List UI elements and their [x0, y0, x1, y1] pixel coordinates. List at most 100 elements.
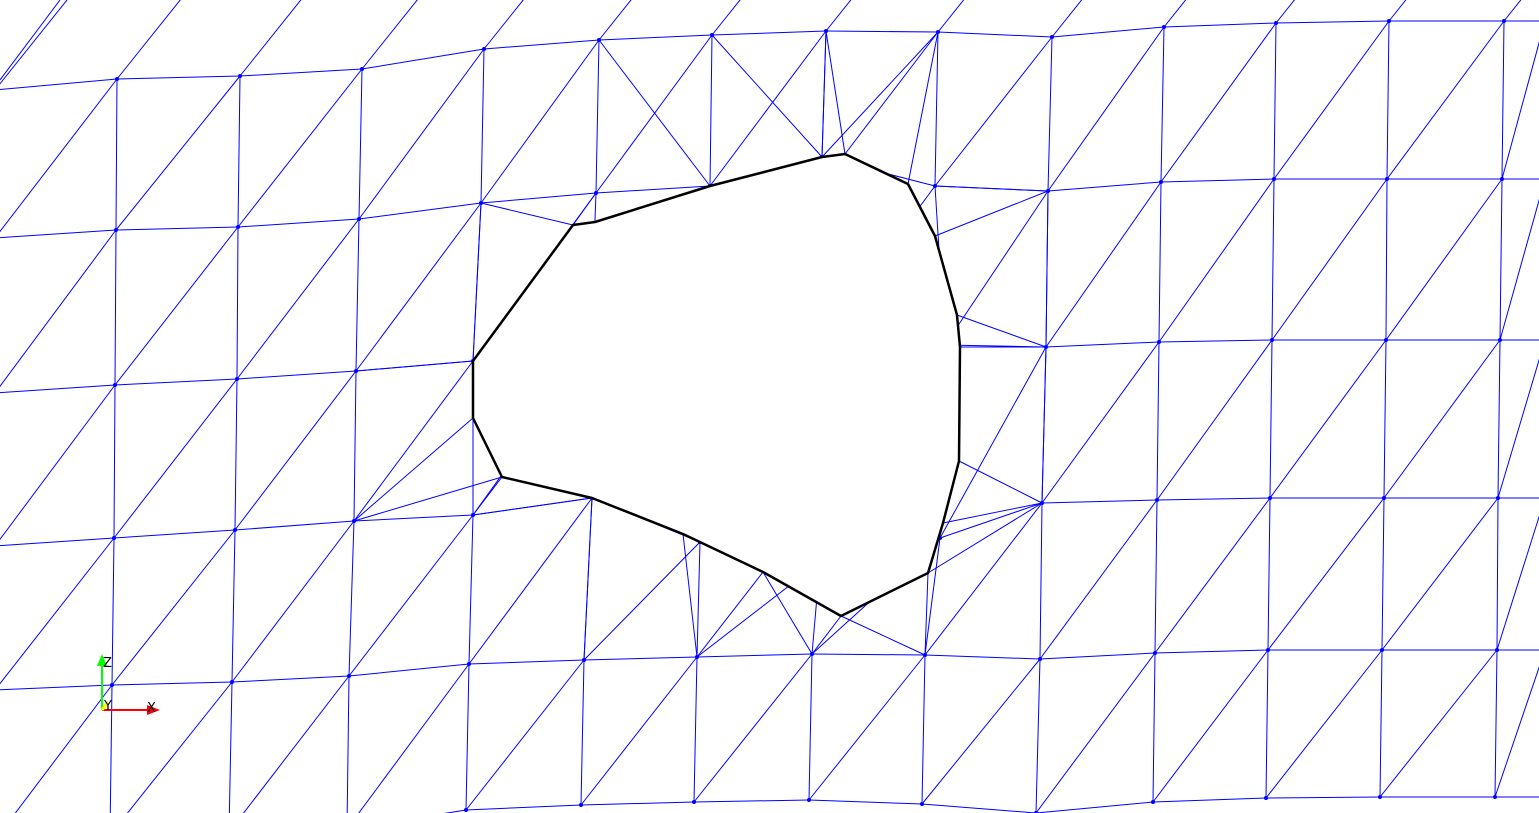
mesh-edge [956, 314, 1047, 348]
mesh-node [594, 191, 598, 195]
y-axis-label: Y [103, 699, 112, 714]
mesh-edge [231, 529, 236, 683]
mesh-edge [114, 378, 238, 386]
mesh-node [1162, 25, 1166, 29]
mesh-node [810, 652, 814, 656]
mesh-edge [1271, 178, 1275, 341]
mesh-node [1382, 496, 1386, 500]
mesh-edge [355, 360, 474, 372]
mesh-node [1050, 35, 1054, 39]
mesh-edge [937, 0, 965, 33]
mesh-edge [711, 34, 823, 158]
mesh-edge [0, 229, 117, 239]
mesh-edge [483, 39, 600, 50]
mesh-edge [111, 681, 233, 686]
mesh-edge [821, 30, 827, 158]
mesh-node [1500, 177, 1504, 181]
mesh-edge [944, 190, 1049, 346]
mesh-edge [595, 34, 713, 194]
mesh-node [692, 800, 696, 804]
orientation-axes: Z Y X [97, 654, 160, 716]
mesh-edge [840, 615, 926, 656]
mesh-edge [1035, 801, 1154, 813]
mesh-edge [348, 514, 474, 677]
mesh-edge [239, 0, 302, 77]
mesh-node [482, 47, 486, 51]
mesh-edge [1499, 198, 1539, 341]
mesh-nodes [110, 19, 1506, 813]
mesh-edge [111, 537, 115, 686]
mesh-edge [242, 675, 350, 813]
mesh-edge [580, 656, 698, 806]
mesh-edge [1267, 497, 1385, 651]
mesh-edge [693, 799, 810, 803]
mesh-edge [1385, 178, 1503, 341]
mesh-edge [825, 30, 846, 155]
mesh-edge [1503, 0, 1522, 22]
mesh-edge [116, 75, 241, 80]
mesh-edge [939, 502, 1043, 539]
mesh-edge [572, 192, 597, 226]
mesh-edge [711, 0, 741, 36]
mesh-edge [0, 537, 115, 685]
mesh-edge [236, 218, 360, 380]
mesh-edge [927, 502, 1043, 574]
mesh-node [115, 77, 119, 81]
mesh-edge [353, 360, 474, 522]
mesh-edge [353, 514, 474, 522]
mesh-edge [1154, 649, 1269, 654]
mesh-edge [472, 497, 593, 516]
mesh-edge [114, 226, 239, 386]
mesh-node [1495, 648, 1499, 652]
mesh-edge [1039, 652, 1156, 660]
mesh-edge [1275, 0, 1296, 24]
mesh-edge [468, 659, 585, 665]
y-axis-line [100, 701, 110, 711]
hole-boundary [471, 152, 962, 618]
mesh-edge [114, 229, 117, 386]
mesh-edge [358, 48, 485, 220]
mesh-edge [921, 803, 1037, 813]
mesh-edge [808, 653, 813, 801]
mesh-edge [348, 663, 470, 677]
mesh-node [582, 658, 586, 662]
mesh-node [923, 653, 927, 657]
mesh-edge [1041, 499, 1158, 504]
mesh-edge [1051, 0, 1083, 38]
mesh-node [1264, 796, 1268, 800]
mesh-edge [1045, 181, 1162, 348]
mesh-edge [480, 202, 574, 226]
mesh-node [936, 30, 940, 34]
mesh-edge [236, 370, 357, 380]
mesh-node [112, 536, 116, 540]
mesh-edge [355, 218, 360, 372]
mesh-node [695, 655, 699, 659]
mesh-node [357, 217, 361, 221]
mesh-node [1151, 800, 1155, 804]
mesh-node [1159, 180, 1163, 184]
mesh-edge [0, 0, 68, 85]
x-axis-label: X [147, 701, 156, 716]
mesh-edge [1265, 796, 1381, 799]
mesh-edge [1152, 652, 1156, 803]
mesh-edge [1383, 339, 1387, 499]
mesh-node [1385, 177, 1389, 181]
mesh-edge [1047, 36, 1053, 192]
mesh-node [479, 201, 483, 205]
mesh-edge [1045, 190, 1049, 348]
mesh-node [236, 225, 240, 229]
mesh-edge [598, 0, 632, 41]
mesh-edge [825, 0, 852, 32]
mesh-edge [1035, 652, 1156, 813]
mesh-edge [480, 48, 485, 204]
mesh-edge [1379, 649, 1383, 798]
mesh-edge [1497, 358, 1539, 499]
mesh-edge [0, 537, 115, 547]
mesh-edge [234, 370, 357, 531]
mesh-edge [924, 654, 1041, 660]
mesh-edge [234, 520, 355, 531]
mesh-edge [1160, 26, 1165, 183]
mesh-node [1384, 338, 1388, 342]
